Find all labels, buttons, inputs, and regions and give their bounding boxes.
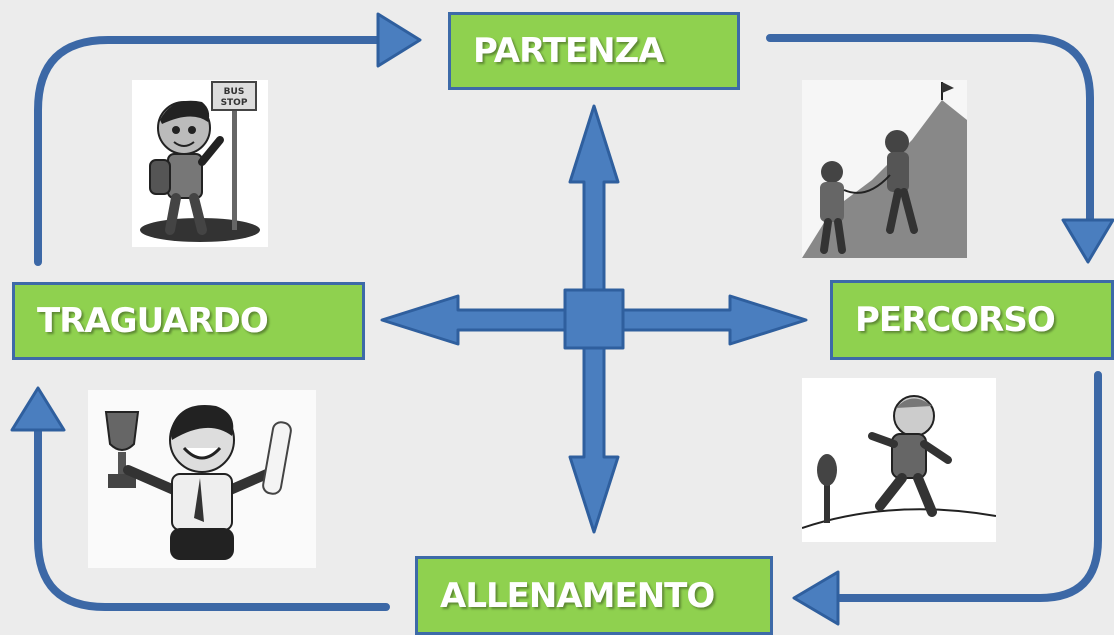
central-four-way-arrow [380,104,808,534]
running-boy-illustration [802,378,996,542]
node-partenza-label: PARTENZA [473,31,665,71]
node-traguardo: TRAGUARDO [12,282,365,360]
node-percorso: PERCORSO [830,280,1114,360]
node-allenamento: ALLENAMENTO [415,556,773,635]
arrow-allenamento-to-traguardo [34,416,390,611]
arrowhead-right-to-partenza [376,12,422,68]
boy-with-trophy-and-diploma-illustration [88,390,316,568]
central-arrow-down [568,346,620,534]
bus-stop-sign-line-2: STOP [221,98,248,108]
central-square [563,288,625,350]
node-traguardo-label: TRAGUARDO [37,301,269,341]
bus-stop-sign-line-1: BUS [224,87,245,97]
arrow-traguardo-to-partenza [34,36,399,266]
cycle-arrows [34,34,1102,611]
climbers-reaching-summit-illustration [802,80,967,258]
boy-at-bus-stop-illustration: BUS STOP [132,80,268,247]
node-allenamento-label: ALLENAMENTO [440,575,715,616]
central-arrow-up [568,104,620,292]
arrow-partenza-to-percorso [766,34,1094,226]
central-arrow-right [620,294,808,346]
arrowhead-left-to-allenamento [792,570,840,626]
arrow-percorso-to-allenamento [836,371,1102,602]
node-partenza: PARTENZA [448,12,740,90]
arrowhead-down-to-percorso [1061,218,1114,264]
cycle-arrowheads [10,12,1114,626]
arrowhead-up-to-traguardo [10,386,66,432]
central-arrow-left [380,294,568,346]
node-percorso-label: PERCORSO [855,300,1056,340]
